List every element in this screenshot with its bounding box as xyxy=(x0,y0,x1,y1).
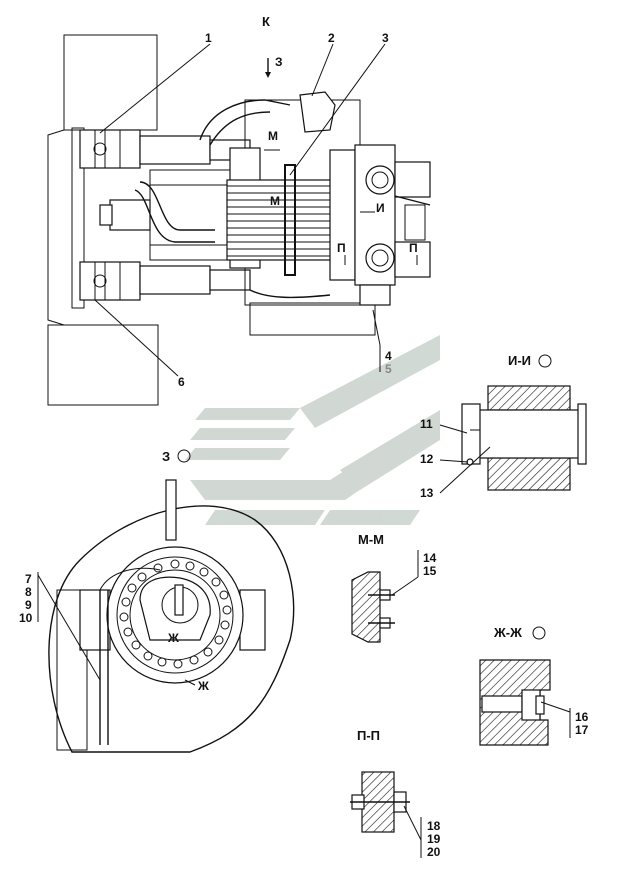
view-label-i-i: И-И xyxy=(508,353,531,368)
valve-block xyxy=(109,199,151,231)
lifting-rod xyxy=(165,479,177,541)
support-leg xyxy=(99,590,109,745)
section-zh-zh: Ж-Ж 16 17 xyxy=(479,625,589,746)
view-label-p-p: П-П xyxy=(357,728,380,743)
base-plate xyxy=(249,302,376,336)
view-label-z: З xyxy=(162,449,170,464)
watermark-logo xyxy=(185,335,440,525)
lower-cylinder xyxy=(79,261,251,301)
callout-17: 17 xyxy=(575,723,589,737)
section-mark-zh-lower: Ж xyxy=(197,679,209,693)
right-bearings xyxy=(365,161,431,278)
arrow-label-z: З xyxy=(275,55,283,69)
bushing-bottom-hatched xyxy=(487,457,571,491)
callout-12: 12 xyxy=(420,452,434,466)
callout-14: 14 xyxy=(423,551,437,565)
top-view-k: К З xyxy=(47,14,431,406)
view-label-k: К xyxy=(262,14,270,29)
callout-19: 19 xyxy=(427,832,441,846)
callout-1: 1 xyxy=(205,31,212,45)
chassis-upper-block xyxy=(63,34,158,131)
callout-7: 7 xyxy=(25,572,32,586)
section-mark-p-right: П xyxy=(409,241,418,255)
section-mark-p-left: П xyxy=(337,241,346,255)
callout-10: 10 xyxy=(19,611,33,625)
section-mark-m-mid: М xyxy=(270,194,280,208)
callout-3: 3 xyxy=(382,31,389,45)
section-mark-i: И xyxy=(376,201,385,215)
view-z: З Ж Ж 7 8 9 xyxy=(19,449,295,753)
callout-15: 15 xyxy=(423,564,437,578)
section-p-p: П-П 18 19 20 xyxy=(350,728,441,859)
callout-2: 2 xyxy=(328,31,335,45)
view-label-m-m: М-М xyxy=(358,532,384,547)
ring-balls xyxy=(119,559,232,669)
winch-housing xyxy=(226,91,396,336)
winch-drum xyxy=(226,179,333,261)
upper-cylinder xyxy=(79,129,251,169)
pin-shaft xyxy=(469,409,583,459)
view-label-zh-zh: Ж-Ж xyxy=(493,625,522,640)
callout-8: 8 xyxy=(25,585,32,599)
callout-6: 6 xyxy=(178,375,185,389)
callout-4: 4 xyxy=(385,349,392,363)
drum-coils xyxy=(227,185,332,257)
section-mark-zh-upper: Ж xyxy=(167,631,179,645)
callout-11: 11 xyxy=(420,417,433,431)
bushing-top-hatched xyxy=(487,385,571,411)
callout-20: 20 xyxy=(427,845,441,859)
callout-9: 9 xyxy=(25,598,32,612)
section-mark-m-top: М xyxy=(268,129,278,143)
callout-16: 16 xyxy=(575,710,589,724)
callout-18: 18 xyxy=(427,819,441,833)
callout-13: 13 xyxy=(420,486,434,500)
callout-5: 5 xyxy=(385,362,392,376)
washer-plate xyxy=(461,403,481,465)
section-m-m: М-М 14 15 xyxy=(351,532,437,643)
chassis-lower-block xyxy=(47,324,159,406)
clamp-hatched xyxy=(351,571,381,643)
rear-outline xyxy=(48,505,295,753)
section-i-i: И-И 11 12 13 xyxy=(420,353,587,500)
